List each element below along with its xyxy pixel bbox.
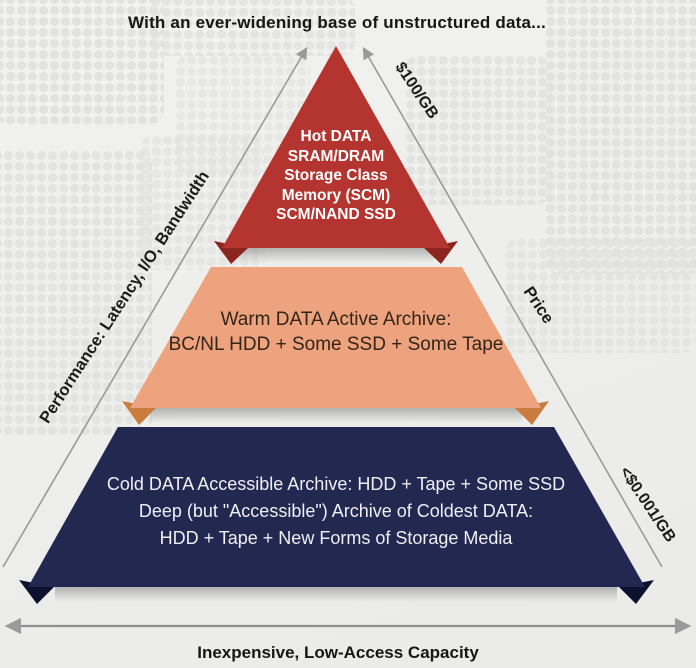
hot-tier-face [222, 46, 450, 248]
warm-tier-shadow [150, 408, 522, 423]
warm-tier-face [130, 267, 541, 408]
hot-tier-line-1: Hot DATA [300, 128, 372, 145]
warm-tier-text: Warm DATA Active Archive: BC/NL HDD + So… [156, 307, 516, 357]
hot-tier-line-3: Storage Class [284, 167, 388, 184]
capacity-axis-label: Inexpensive, Low-Access Capacity [197, 643, 479, 662]
cold-tier-face [28, 427, 645, 587]
hot-tier-line-4: Memory (SCM) [281, 186, 391, 204]
performance-axis-line [2, 46, 308, 568]
hot-tier-shadow [238, 248, 434, 263]
warm-tier-line-1: Warm DATA Active Archive: [220, 309, 452, 330]
hot-tier-text: Hot DATA SRAM/DRAM Storage Class Memory … [236, 127, 436, 225]
cold-tier-line-2: Deep (but "Accessible") Archive of Colde… [138, 501, 534, 521]
diagram-title: With an ever-widening base of unstructur… [128, 13, 546, 32]
cold-tier-line-1: Cold DATA Accessible Archive: HDD + Tape… [106, 474, 566, 494]
cold-tier-text: Cold DATA Accessible Archive: HDD + Tape… [96, 471, 576, 552]
hot-tier-line-5: SCM/NAND SSD [276, 206, 396, 223]
price-axis-line [362, 46, 663, 568]
hot-tier-line-2: SRAM/DRAM [287, 147, 385, 165]
cold-tier-shadow [55, 587, 617, 602]
warm-tier-line-2: BC/NL HDD + Some SSD + Some Tape [168, 334, 504, 355]
cold-tier-line-3: HDD + Tape + New Forms of Storage Media [159, 528, 513, 548]
